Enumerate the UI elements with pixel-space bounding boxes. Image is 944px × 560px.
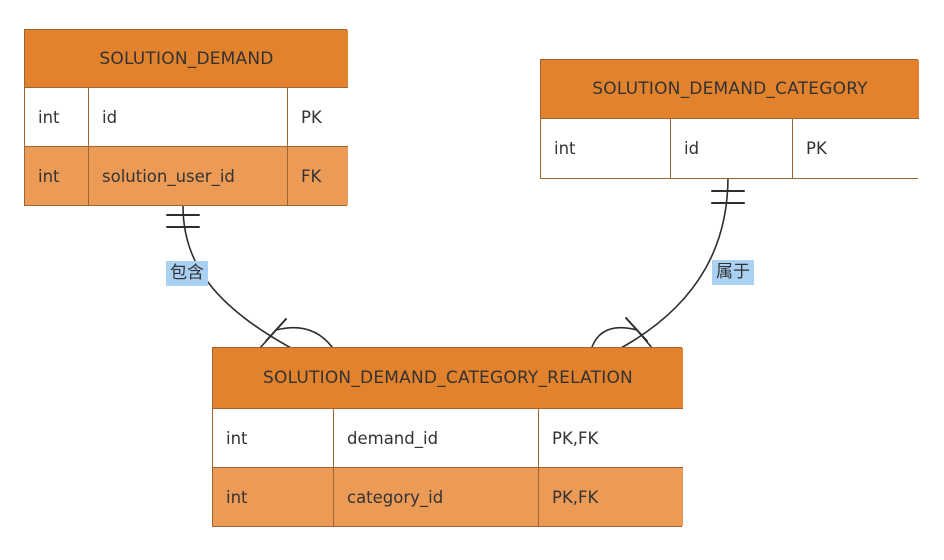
entity-title: SOLUTION_DEMAND bbox=[25, 30, 348, 87]
relationship-label-belongs-to: 属于 bbox=[712, 260, 754, 286]
attribute-name-cell: id bbox=[88, 87, 287, 146]
attribute-name-cell: id bbox=[670, 118, 792, 178]
attribute-keys-cell: PK,FK bbox=[538, 467, 683, 526]
entity-solution-demand: SOLUTION_DEMAND int id PK int solution_u… bbox=[24, 29, 348, 206]
attribute-type-cell: int bbox=[25, 146, 88, 205]
entity-title: SOLUTION_DEMAND_CATEGORY_RELATION bbox=[213, 348, 683, 408]
attribute-name-cell: category_id bbox=[333, 467, 538, 526]
attribute-type-cell: int bbox=[541, 118, 670, 178]
attribute-name-cell: solution_user_id bbox=[88, 146, 287, 205]
attribute-keys-cell: PK bbox=[792, 118, 919, 178]
attribute-type-cell: int bbox=[25, 87, 88, 146]
entity-solution-demand-category: SOLUTION_DEMAND_CATEGORY int id PK bbox=[540, 59, 919, 179]
entity-title: SOLUTION_DEMAND_CATEGORY bbox=[541, 60, 919, 118]
entity-solution-demand-category-relation: SOLUTION_DEMAND_CATEGORY_RELATION int de… bbox=[212, 347, 683, 527]
relationship-label-contains: 包含 bbox=[166, 261, 208, 287]
attribute-keys-cell: PK bbox=[287, 87, 348, 146]
attribute-keys-cell: FK bbox=[287, 146, 348, 205]
attribute-name-cell: demand_id bbox=[333, 408, 538, 467]
attribute-keys-cell: PK,FK bbox=[538, 408, 683, 467]
attribute-type-cell: int bbox=[213, 467, 333, 526]
attribute-type-cell: int bbox=[213, 408, 333, 467]
